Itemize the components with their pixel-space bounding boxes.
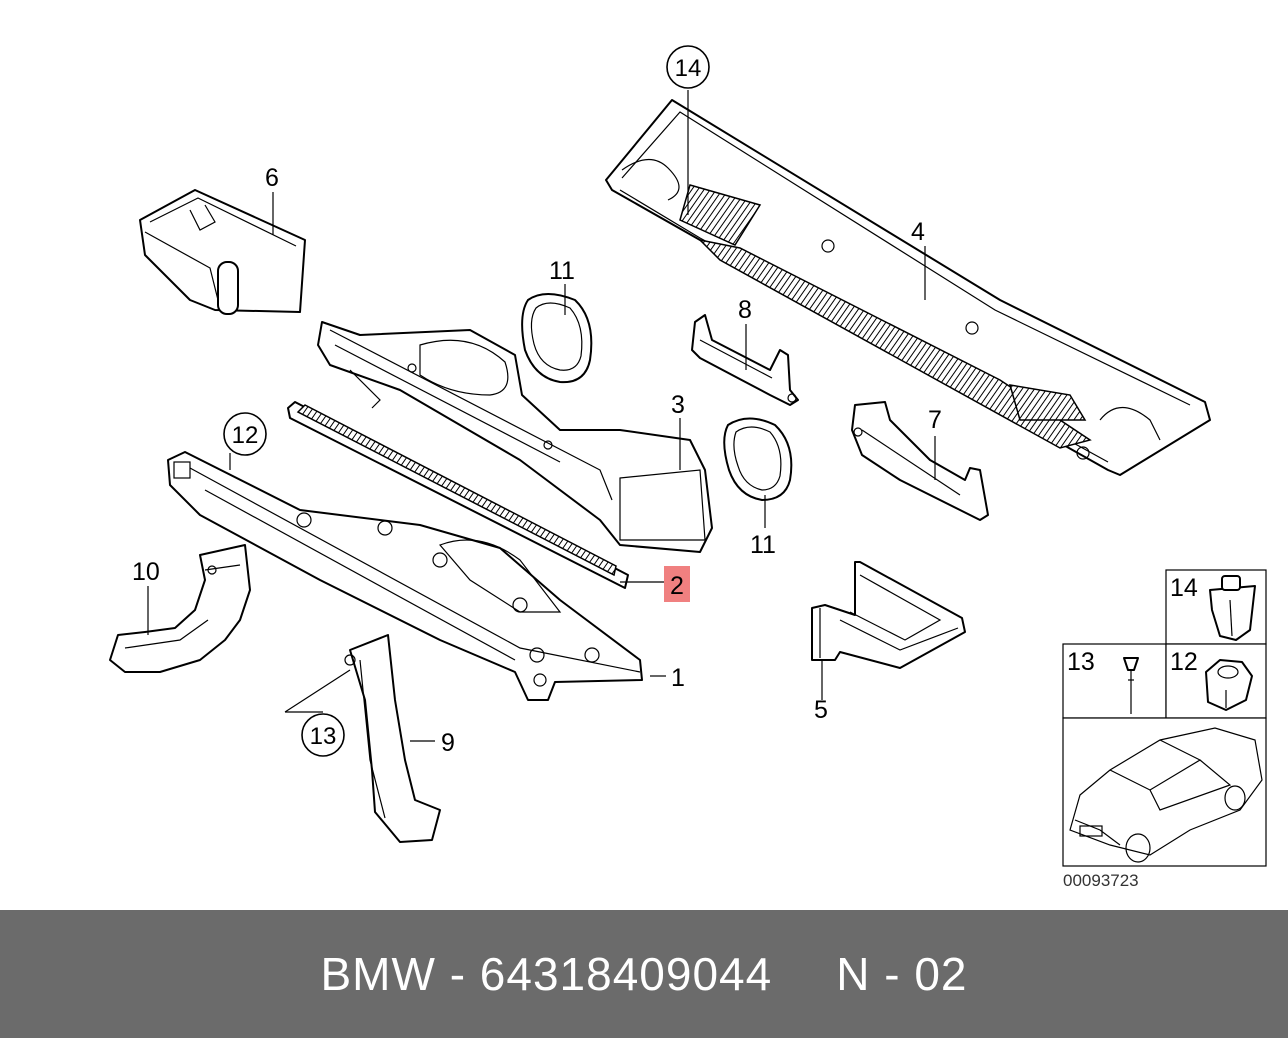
part-4-cowl-panel[interactable] bbox=[605, 99, 1211, 476]
clip-icon bbox=[1209, 575, 1256, 641]
legend-box-car bbox=[1062, 717, 1267, 867]
highlight-box bbox=[664, 566, 690, 602]
reference-code: 00093723 bbox=[1063, 871, 1139, 890]
callout-11-upper[interactable]: 11 bbox=[549, 257, 575, 285]
car-outline-icon bbox=[1069, 727, 1263, 863]
callout-12-text: 12 bbox=[232, 422, 259, 449]
callout-2[interactable]: 2 bbox=[670, 572, 684, 600]
footer-bar: BMW - 64318409044 N - 02 bbox=[0, 910, 1288, 1038]
part-5-tray[interactable] bbox=[811, 561, 966, 669]
callout-14-text: 14 bbox=[675, 55, 702, 82]
callout-5[interactable]: 5 bbox=[814, 696, 828, 724]
parts-diagram: 1 2 3 4 5 6 7 8 9 10 11 11 12 13 14 14 1… bbox=[109, 45, 1267, 890]
callout-9[interactable]: 9 bbox=[441, 729, 455, 757]
callout-13-circled[interactable]: 13 bbox=[301, 713, 345, 757]
legend-12-label: 12 bbox=[1170, 648, 1198, 676]
part-11-seal-ring-upper[interactable] bbox=[521, 293, 593, 384]
callout-10[interactable]: 10 bbox=[132, 558, 160, 586]
callout-14-circled[interactable]: 14 bbox=[666, 45, 710, 89]
callout-11-lower[interactable]: 11 bbox=[750, 531, 776, 559]
legend-panel: 14 13 12 000937 bbox=[1062, 569, 1267, 890]
callout-8[interactable]: 8 bbox=[738, 296, 752, 324]
rivet-icon bbox=[1123, 657, 1139, 714]
callout-4[interactable]: 4 bbox=[911, 218, 925, 246]
callout-3[interactable]: 3 bbox=[671, 391, 685, 419]
part-1-plenum-cover[interactable] bbox=[167, 451, 643, 701]
nut-icon bbox=[1205, 659, 1253, 711]
callout-7[interactable]: 7 bbox=[928, 406, 942, 434]
callout-1[interactable]: 1 bbox=[671, 664, 685, 692]
part-6-duct-box[interactable] bbox=[139, 189, 306, 315]
part-10-duct-elbow[interactable] bbox=[109, 544, 251, 673]
callout-12-circled[interactable]: 12 bbox=[223, 412, 267, 456]
leader-lines bbox=[147, 90, 936, 742]
part-3-duct-housing[interactable] bbox=[317, 321, 713, 553]
legend-13-label: 13 bbox=[1067, 648, 1095, 676]
page-code-text: N - 02 bbox=[836, 948, 968, 1000]
callout-6[interactable]: 6 bbox=[265, 164, 279, 192]
callout-13-text: 13 bbox=[310, 723, 337, 750]
part-11-seal-ring-lower[interactable] bbox=[723, 417, 793, 501]
part-9-vertical-duct[interactable] bbox=[344, 634, 441, 843]
part-8-bracket[interactable] bbox=[691, 314, 799, 406]
part-7-side-bracket[interactable] bbox=[851, 401, 989, 521]
part-number-text: BMW - 64318409044 bbox=[320, 948, 773, 1000]
part-2-seal-strip[interactable] bbox=[287, 401, 629, 589]
legend-14-label: 14 bbox=[1170, 574, 1198, 602]
